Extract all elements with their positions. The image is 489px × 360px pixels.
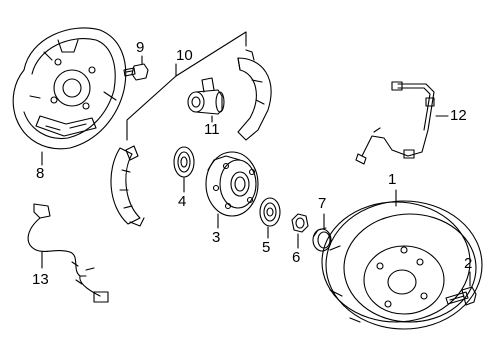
inner-seal: [173, 146, 195, 178]
spindle-nut: [291, 213, 309, 233]
brake-shoe-left: [110, 145, 145, 227]
callout-5: 5: [262, 239, 271, 256]
abs-sensor: [27, 203, 109, 303]
callout-9: 9: [136, 39, 145, 56]
outer-bearing: [259, 197, 281, 227]
callout-7: 7: [318, 195, 327, 212]
wheel-cylinder: [187, 77, 225, 115]
callout-3: 3: [212, 229, 221, 246]
callout-12: 12: [450, 107, 467, 124]
callout-10: 10: [176, 47, 193, 64]
callout-2: 2: [464, 255, 473, 272]
callout-13: 13: [32, 271, 49, 288]
brake-shoe-right: [237, 49, 272, 141]
brake-drum: [321, 200, 483, 330]
callout-6: 6: [292, 249, 301, 266]
leader-10-shoes: [126, 31, 247, 141]
bolt: [123, 63, 149, 81]
wheel-stud: [445, 286, 477, 306]
backing-plate: [12, 27, 127, 150]
callout-4: 4: [178, 193, 187, 210]
hub-and-bearing: [205, 151, 259, 217]
callout-1: 1: [388, 171, 397, 188]
callout-8: 8: [36, 165, 45, 182]
callout-11: 11: [204, 121, 220, 138]
brake-hose: [355, 81, 435, 165]
